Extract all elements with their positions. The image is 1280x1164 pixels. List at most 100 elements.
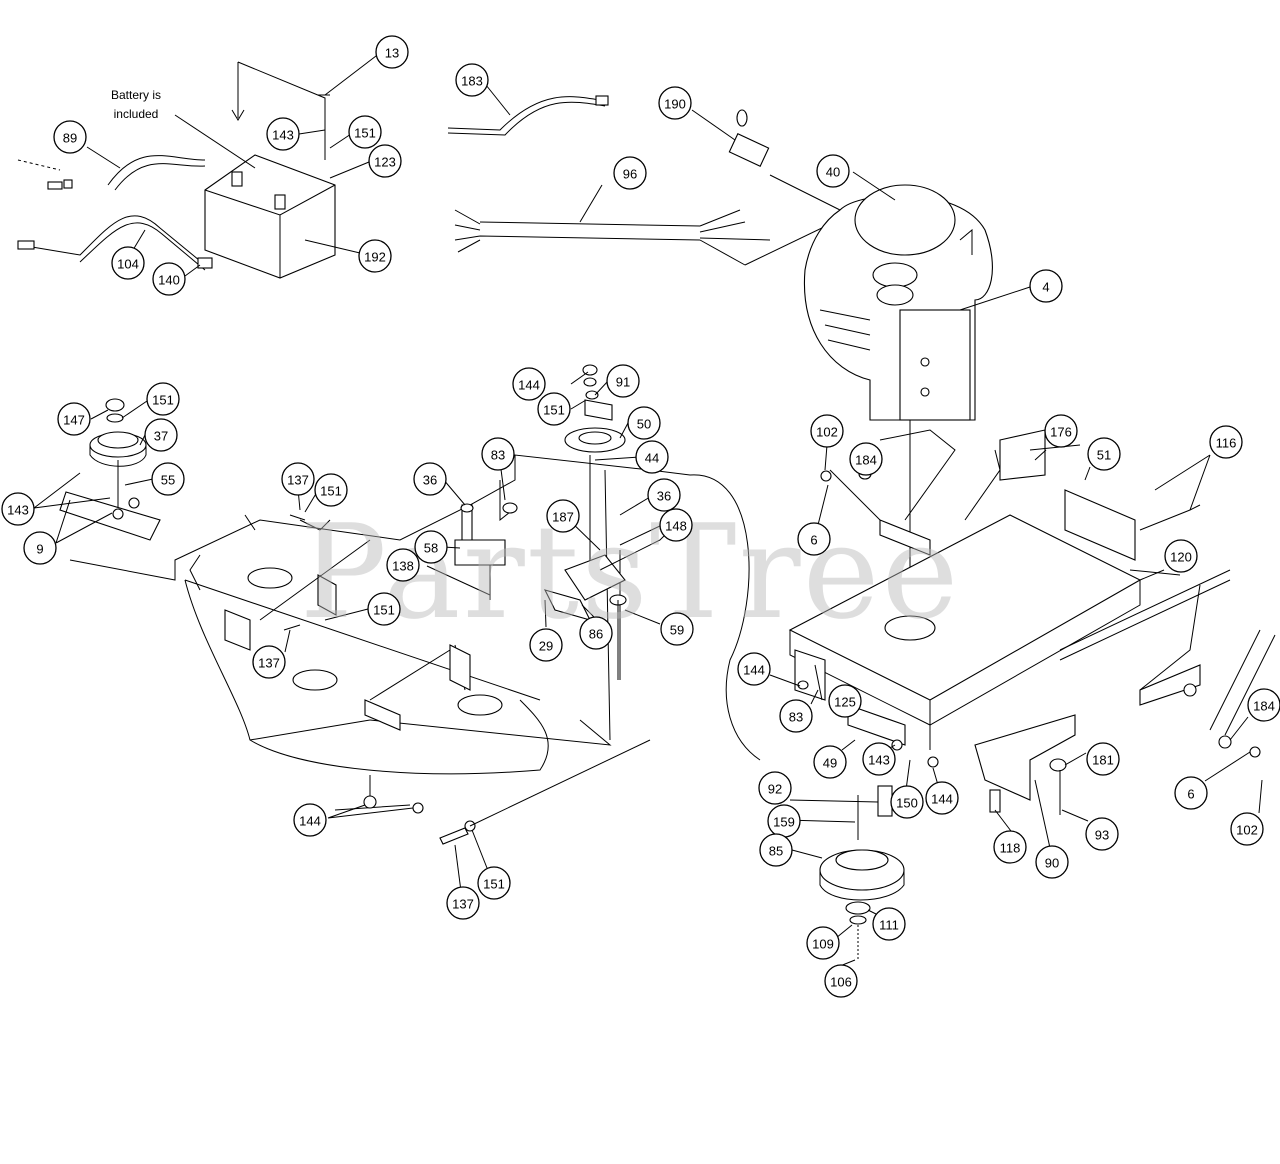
callout-181[interactable]: 181 bbox=[1086, 742, 1120, 776]
callout-55[interactable]: 55 bbox=[151, 462, 185, 496]
callout-86[interactable]: 86 bbox=[579, 616, 613, 650]
callout-label: 184 bbox=[855, 453, 877, 468]
callout-120[interactable]: 120 bbox=[1164, 539, 1198, 573]
callout-89[interactable]: 89 bbox=[53, 120, 87, 154]
callout-116[interactable]: 116 bbox=[1209, 425, 1243, 459]
callout-144[interactable]: 144 bbox=[925, 781, 959, 815]
callout-circle bbox=[1035, 845, 1069, 879]
callout-143[interactable]: 143 bbox=[266, 117, 300, 151]
callout-9[interactable]: 9 bbox=[23, 531, 57, 565]
callout-4[interactable]: 4 bbox=[1029, 269, 1063, 303]
callout-192[interactable]: 192 bbox=[358, 239, 392, 273]
callout-109[interactable]: 109 bbox=[806, 926, 840, 960]
callout-151[interactable]: 151 bbox=[367, 592, 401, 626]
callout-circle bbox=[146, 382, 180, 416]
callout-circle bbox=[252, 645, 286, 679]
callout-6[interactable]: 6 bbox=[1174, 776, 1208, 810]
callout-label: 151 bbox=[320, 484, 342, 499]
callout-label: 144 bbox=[931, 792, 953, 807]
callout-circle bbox=[348, 115, 382, 149]
callout-111[interactable]: 111 bbox=[872, 907, 906, 941]
callout-label: 86 bbox=[589, 627, 603, 642]
callout-184[interactable]: 184 bbox=[849, 442, 883, 476]
callout-151[interactable]: 151 bbox=[314, 473, 348, 507]
callout-106[interactable]: 106 bbox=[824, 964, 858, 998]
callout-29[interactable]: 29 bbox=[529, 628, 563, 662]
callout-51[interactable]: 51 bbox=[1087, 437, 1121, 471]
callout-83[interactable]: 83 bbox=[481, 437, 515, 471]
callout-label: 9 bbox=[36, 542, 43, 557]
callout-125[interactable]: 125 bbox=[828, 684, 862, 718]
callout-137[interactable]: 137 bbox=[446, 886, 480, 920]
callout-50[interactable]: 50 bbox=[627, 406, 661, 440]
callout-184[interactable]: 184 bbox=[1247, 688, 1280, 722]
callout-150[interactable]: 150 bbox=[890, 785, 924, 819]
callout-44[interactable]: 44 bbox=[635, 440, 669, 474]
callout-label: 192 bbox=[364, 250, 386, 265]
callout-49[interactable]: 49 bbox=[813, 745, 847, 779]
callout-151[interactable]: 151 bbox=[477, 866, 511, 900]
callout-140[interactable]: 140 bbox=[152, 262, 186, 296]
center-pulley-assembly bbox=[543, 364, 671, 680]
callout-104[interactable]: 104 bbox=[111, 246, 145, 280]
callout-92[interactable]: 92 bbox=[758, 771, 792, 805]
callout-159[interactable]: 159 bbox=[767, 804, 801, 838]
callout-59[interactable]: 59 bbox=[660, 612, 694, 646]
callout-151[interactable]: 151 bbox=[537, 392, 571, 426]
callout-151[interactable]: 151 bbox=[146, 382, 180, 416]
callout-123[interactable]: 123 bbox=[368, 144, 402, 178]
callout-143[interactable]: 143 bbox=[862, 742, 896, 776]
callout-circle bbox=[537, 392, 571, 426]
callout-label: 143 bbox=[272, 128, 294, 143]
callout-96[interactable]: 96 bbox=[613, 156, 647, 190]
callout-102[interactable]: 102 bbox=[810, 414, 844, 448]
callout-147[interactable]: 147 bbox=[57, 402, 91, 436]
callout-37[interactable]: 37 bbox=[144, 418, 178, 452]
callout-148[interactable]: 148 bbox=[659, 508, 693, 542]
callout-label: 144 bbox=[299, 814, 321, 829]
callout-6[interactable]: 6 bbox=[797, 522, 831, 556]
callout-102[interactable]: 102 bbox=[1230, 812, 1264, 846]
callout-144[interactable]: 144 bbox=[737, 652, 771, 686]
callout-circle bbox=[413, 462, 447, 496]
callout-circle bbox=[758, 771, 792, 805]
callout-90[interactable]: 90 bbox=[1035, 845, 1069, 879]
callout-13[interactable]: 13 bbox=[375, 35, 409, 69]
callout-144[interactable]: 144 bbox=[512, 367, 546, 401]
callout-label: 137 bbox=[258, 656, 280, 671]
callout-circle bbox=[993, 830, 1027, 864]
callout-151[interactable]: 151 bbox=[348, 115, 382, 149]
callout-label: 29 bbox=[539, 639, 553, 654]
callout-58[interactable]: 58 bbox=[414, 530, 448, 564]
callout-176[interactable]: 176 bbox=[1044, 414, 1078, 448]
callout-36[interactable]: 36 bbox=[647, 478, 681, 512]
callout-83[interactable]: 83 bbox=[779, 699, 813, 733]
callout-187[interactable]: 187 bbox=[546, 499, 580, 533]
callout-85[interactable]: 85 bbox=[759, 833, 793, 867]
callout-circle bbox=[546, 499, 580, 533]
callout-91[interactable]: 91 bbox=[606, 364, 640, 398]
callout-93[interactable]: 93 bbox=[1085, 817, 1119, 851]
callout-138[interactable]: 138 bbox=[386, 548, 420, 582]
callout-36[interactable]: 36 bbox=[413, 462, 447, 496]
callout-label: 102 bbox=[816, 425, 838, 440]
callout-circle bbox=[529, 628, 563, 662]
callout-circle bbox=[1164, 539, 1198, 573]
callout-137[interactable]: 137 bbox=[252, 645, 286, 679]
callout-190[interactable]: 190 bbox=[658, 86, 692, 120]
callout-137[interactable]: 137 bbox=[281, 462, 315, 496]
idler-assembly bbox=[454, 480, 518, 600]
callout-118[interactable]: 118 bbox=[993, 830, 1027, 864]
callout-label: 40 bbox=[826, 165, 840, 180]
callout-circle bbox=[1209, 425, 1243, 459]
callout-circle bbox=[358, 239, 392, 273]
callout-circle bbox=[1174, 776, 1208, 810]
callout-label: 4 bbox=[1042, 280, 1049, 295]
callout-143[interactable]: 143 bbox=[1, 492, 35, 526]
callout-circle bbox=[1029, 269, 1063, 303]
callout-40[interactable]: 40 bbox=[816, 154, 850, 188]
callout-183[interactable]: 183 bbox=[455, 63, 489, 97]
callout-circle bbox=[659, 508, 693, 542]
callout-label: 55 bbox=[161, 473, 175, 488]
callout-144[interactable]: 144 bbox=[293, 803, 327, 837]
